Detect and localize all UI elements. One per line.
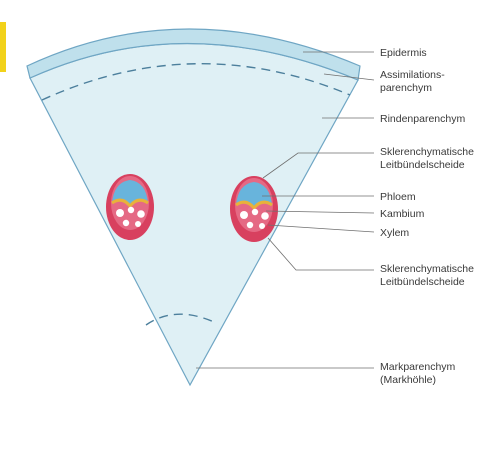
label-rindenparenchym: Rindenparenchym: [380, 113, 465, 125]
label-markhoehle: (Markhöhle): [380, 374, 436, 386]
label-sklero-top-line1: Sklerenchymatische: [380, 146, 474, 158]
leader-xylem: [267, 224, 375, 233]
label-kambium: Kambium: [380, 208, 425, 220]
label-sklero-bottom-line1: Sklerenchymatische: [380, 263, 474, 275]
leader-lines: [196, 51, 375, 369]
label-assimilation-line1: Assimilations-: [380, 69, 445, 81]
wedge-tissue: [29, 42, 359, 387]
leader-sklero-bottom: [267, 237, 374, 271]
assimilation-boundary: [41, 63, 351, 101]
vascular-bundle-right: [230, 176, 278, 242]
label-markparenchym: Markparenchym: [380, 361, 456, 373]
label-assimilation-line2: parenchym: [380, 82, 432, 94]
epidermis-band: [26, 28, 361, 81]
label-epidermis: Epidermis: [380, 47, 427, 59]
left-edge-color-mark: [0, 22, 6, 72]
leader-kambium: [265, 210, 375, 214]
label-sklero-bottom-line2: Leitbündelscheide: [380, 276, 465, 288]
vascular-bundle-left: [106, 174, 154, 240]
label-xylem: Xylem: [380, 227, 409, 239]
leader-assimilation: [323, 73, 375, 81]
label-phloem: Phloem: [380, 191, 416, 203]
pith-boundary: [145, 313, 215, 326]
label-sklero-top-line2: Leitbündelscheide: [380, 159, 465, 171]
leader-sklero-top: [262, 152, 374, 179]
